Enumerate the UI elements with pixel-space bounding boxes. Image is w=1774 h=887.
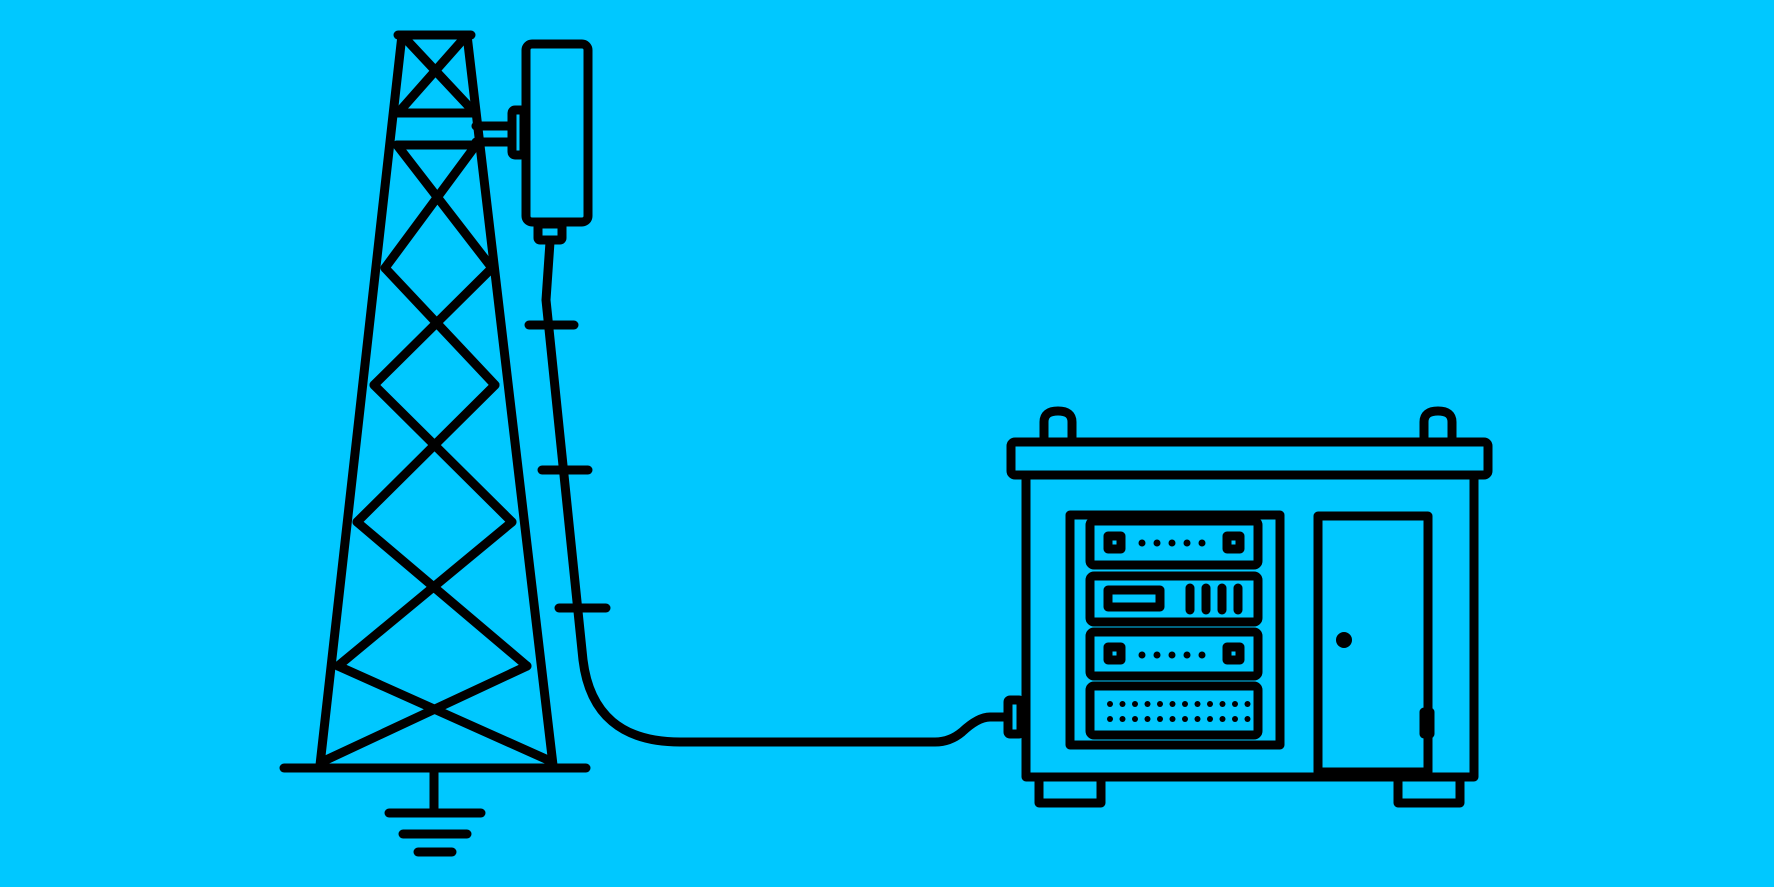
tower-brace (352, 517, 532, 671)
unit-indicator (1222, 642, 1245, 665)
led-dot (1144, 716, 1151, 722)
led-dot (1194, 716, 1201, 722)
led-dot (1244, 701, 1251, 707)
tower-brace (380, 263, 500, 390)
led-dot (1232, 716, 1238, 722)
shelter-body (1021, 470, 1479, 782)
led-dot (1244, 716, 1251, 722)
tower-brace (333, 517, 517, 671)
tower-brace (321, 661, 532, 765)
led-dot (1183, 539, 1191, 547)
unit-display (1103, 585, 1165, 612)
unit-indicator (1103, 642, 1126, 665)
tower-brace (369, 263, 497, 390)
led-dot (1157, 701, 1163, 707)
led-dot (1194, 701, 1201, 707)
led-dot (1107, 716, 1113, 722)
led-dot (1153, 539, 1161, 547)
led-dot (1207, 701, 1213, 707)
led-dot (1168, 539, 1176, 547)
led-dot (1207, 716, 1213, 722)
feeder-cable (541, 237, 1013, 747)
led-dot (1119, 701, 1126, 707)
door-hinge (1419, 707, 1435, 739)
tower-right-leg (462, 30, 558, 770)
cable-entry-port (1003, 695, 1026, 739)
shelter-foot (1034, 772, 1106, 808)
led-dot (1219, 701, 1226, 707)
ground-symbol-icon (384, 767, 486, 857)
lifting-hook (1039, 406, 1077, 443)
led-dot (1132, 716, 1138, 722)
tower-brace (369, 380, 517, 527)
led-dot (1132, 701, 1138, 707)
rack-unit (1085, 681, 1263, 740)
equipment-shelter-icon (1006, 406, 1493, 808)
led-dot (1232, 701, 1238, 707)
shelter-foot (1393, 772, 1465, 808)
led-dot (1182, 701, 1188, 707)
rack-led-dots (1107, 539, 1251, 722)
shelter-door (1313, 511, 1433, 777)
led-dot (1144, 701, 1151, 707)
tower-brace (352, 380, 500, 527)
led-dot (1153, 651, 1161, 659)
led-dot (1183, 651, 1191, 659)
tower-brace (380, 140, 481, 273)
rack-unit (1085, 516, 1263, 570)
led-dot (1138, 539, 1146, 547)
led-dot (1119, 716, 1126, 722)
equipment-rack (1065, 510, 1285, 750)
tower-left-leg (315, 30, 407, 770)
led-dot (1107, 701, 1113, 707)
led-dot (1182, 716, 1188, 722)
feeder-cable-icon (524, 237, 1026, 747)
lifting-hook (1419, 406, 1457, 443)
tower-brace (392, 140, 497, 273)
led-dot (1157, 716, 1163, 722)
led-dot (1198, 651, 1206, 659)
antenna-panel-icon (507, 39, 593, 245)
led-dot (1198, 539, 1206, 547)
led-dot (1169, 701, 1176, 707)
led-dot (1168, 651, 1176, 659)
tower-brace (333, 661, 553, 765)
cell-tower-icon (279, 30, 591, 857)
led-dot (1219, 716, 1226, 722)
led-dot (1138, 651, 1146, 659)
rack-unit (1085, 627, 1263, 681)
door-knob (1336, 632, 1352, 648)
led-dot (1169, 716, 1176, 722)
rack-unit (1085, 571, 1263, 627)
tower-brace (393, 30, 472, 118)
unit-indicator (1222, 531, 1245, 554)
unit-indicator (1103, 531, 1126, 554)
